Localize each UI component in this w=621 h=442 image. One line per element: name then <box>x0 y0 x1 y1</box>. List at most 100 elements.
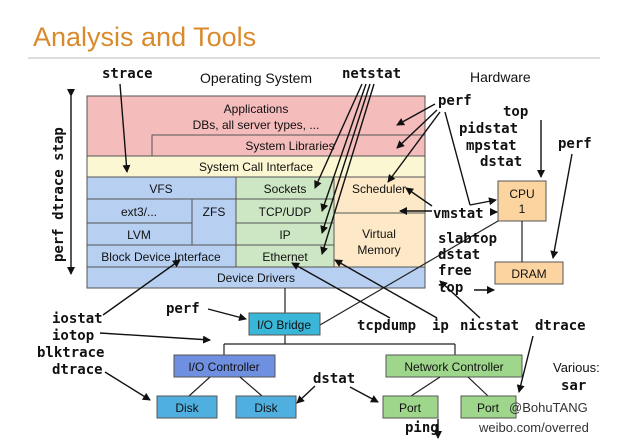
arrow-ip-ethernet <box>334 259 438 319</box>
arrow-dtrace-port <box>516 335 534 393</box>
arrow-dtrace-disk <box>104 371 151 401</box>
tool-dstat-mem: dstat <box>438 247 480 263</box>
device-drivers-box <box>86 266 426 289</box>
tool-vmstat: vmstat <box>433 206 484 222</box>
arrow-dstat-disk <box>296 385 316 404</box>
port2-box <box>460 395 517 419</box>
tool-perf-top: perf <box>438 93 472 109</box>
arrow-strace <box>119 83 131 173</box>
tool-netstat: netstat <box>342 66 401 82</box>
tool-sar: sar <box>561 378 586 394</box>
dram-label: DRAM <box>511 267 546 281</box>
arrow-iotop-ioctrl <box>99 332 211 344</box>
tool-blktrace: blktrace <box>37 345 104 361</box>
arrow-perf-dram <box>550 153 573 259</box>
zfs-label: ZFS <box>203 205 226 219</box>
hw-heading: Hardware <box>470 69 531 85</box>
tool-slabtop: slabtop <box>438 231 497 247</box>
sockets-label: Sockets <box>264 182 307 196</box>
port1-label: Port <box>399 401 422 415</box>
watermark-handle: @BohuTANG <box>509 400 588 415</box>
dram-box <box>494 261 564 285</box>
io-controller-box <box>173 354 276 378</box>
netctrl-port1-link <box>410 376 441 397</box>
tool-dstat-disk: dstat <box>313 371 355 387</box>
cpu-label: CPU <box>509 187 534 201</box>
arrow-nicstat <box>439 280 481 319</box>
tcpudp-box <box>235 198 335 224</box>
tool-perf-hw: perf <box>558 136 592 152</box>
tool-dtrace-right: dtrace <box>535 318 586 334</box>
arrow-perf-cpu <box>469 197 497 206</box>
netctrl-port2-link <box>467 376 489 397</box>
various-label: Various: <box>553 360 600 375</box>
ext3-label: ext3/... <box>121 205 157 219</box>
vfs-label: VFS <box>149 182 172 196</box>
disk1-label: Disk <box>175 401 199 415</box>
arrow-netstat-eth <box>320 83 375 255</box>
cpu-box <box>497 180 547 222</box>
tool-mpstat: mpstat <box>466 138 517 154</box>
tool-arrows <box>67 83 573 439</box>
syscall-interface-label: System Call Interface <box>199 160 313 174</box>
arrow-netstat-sockets <box>314 83 363 189</box>
watermark-url: weibo.com/overred <box>478 420 589 435</box>
network-controller-box <box>385 354 523 378</box>
tool-nicstat: nicstat <box>460 318 519 334</box>
arrow-tcpdump-ethernet <box>291 262 391 319</box>
os-heading: Operating System <box>200 70 312 86</box>
disk2-label: Disk <box>254 401 278 415</box>
ioctrl-disk1-link <box>188 376 211 397</box>
tool-tcpdump: tcpdump <box>357 318 416 334</box>
tool-top: top <box>503 104 528 120</box>
tool-dtrace-left: dtrace <box>52 362 103 378</box>
io-controller-label: I/O Controller <box>188 360 259 374</box>
port1-box <box>382 395 439 419</box>
arrow-dstat-port <box>349 386 379 403</box>
applications-label: Applications <box>224 102 289 116</box>
arrow-netstat-ip <box>320 83 371 234</box>
tool-free: free <box>438 263 472 279</box>
virtual-memory-label-1: Virtual <box>362 227 396 241</box>
virtual-memory-box <box>333 212 426 268</box>
arrow-netstat-tcp <box>320 83 367 212</box>
arrow-perf-apps <box>396 103 436 126</box>
io-bridge-label: I/O Bridge <box>257 318 311 332</box>
tool-perf-bridge: perf <box>166 301 200 317</box>
arrow-perf-bridge <box>207 308 247 322</box>
tool-strace: strace <box>102 66 153 82</box>
io-bridge-box <box>248 312 321 336</box>
disk1-box <box>156 395 218 419</box>
arrow-perf-scheduler <box>387 111 441 183</box>
tool-ping: ping <box>405 420 439 436</box>
page-title: Analysis and Tools <box>33 22 256 52</box>
arrow-vmstat-scheduler <box>405 187 433 207</box>
block-device-interface-label: Block Device Interface <box>101 250 221 264</box>
ip-label: IP <box>279 228 290 242</box>
tool-pidstat: pidstat <box>459 121 518 137</box>
arrow-iostat-block <box>102 259 181 316</box>
scheduler-label: Scheduler <box>352 182 406 196</box>
network-controller-label: Network Controller <box>404 360 503 374</box>
ioctrl-disk2-link <box>239 376 263 397</box>
port2-label: Port <box>477 401 500 415</box>
tool-iostat: iostat <box>52 311 103 327</box>
virtual-memory-label-2: Memory <box>357 243 400 257</box>
disk2-box <box>235 395 297 419</box>
lvm-label: LVM <box>127 228 151 242</box>
ethernet-label: Ethernet <box>262 250 308 264</box>
arrow-perf-libs <box>396 109 438 149</box>
tool-perf-dtrace-stap: perf dtrace stap <box>51 127 67 262</box>
tcpudp-label: TCP/UDP <box>259 205 312 219</box>
bridge-cpu-bus <box>319 220 499 326</box>
device-drivers-label: Device Drivers <box>217 271 295 285</box>
ext3-box <box>86 198 193 224</box>
applications-sublabel: DBs, all server types, ... <box>193 118 320 132</box>
tool-ip: ip <box>432 318 449 334</box>
system-libraries-label: System Libraries <box>245 139 334 153</box>
cpu-number: 1 <box>519 202 526 216</box>
line-perf-cpu <box>444 111 471 206</box>
tool-iotop: iotop <box>52 328 94 344</box>
